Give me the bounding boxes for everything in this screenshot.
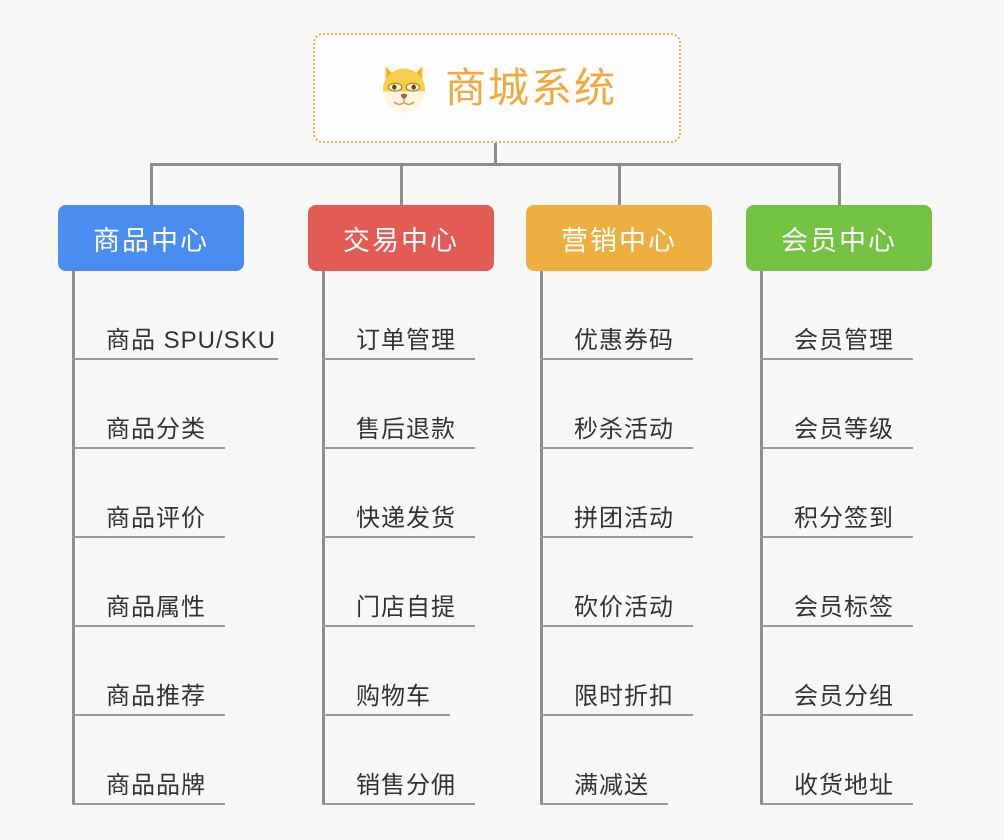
leaf-item[interactable]: 秒杀活动 xyxy=(540,360,693,449)
leaf-trunk-line xyxy=(322,271,325,805)
category-label: 营销中心 xyxy=(561,225,677,256)
category-box-营销中心[interactable]: 营销中心 xyxy=(526,205,712,271)
leaf-underline xyxy=(540,358,693,360)
leaf-underline xyxy=(72,447,225,449)
leaf-item[interactable]: 会员标签 xyxy=(760,538,913,627)
leaf-underline xyxy=(760,358,913,360)
leaf-item[interactable]: 砍价活动 xyxy=(540,538,693,627)
leaf-trunk-line xyxy=(72,271,75,805)
leaf-label: 收货地址 xyxy=(794,771,894,799)
connector-drop-3 xyxy=(618,163,621,206)
leaf-item[interactable]: 限时折扣 xyxy=(540,627,693,716)
leaf-item[interactable]: 优惠券码 xyxy=(540,271,693,360)
leaf-item[interactable]: 商品属性 xyxy=(72,538,225,627)
leaf-label: 限时折扣 xyxy=(574,682,674,710)
leaf-label: 快递发货 xyxy=(356,504,456,532)
leaf-underline xyxy=(322,358,475,360)
category-box-商品中心[interactable]: 商品中心 xyxy=(58,205,244,271)
leaf-item[interactable]: 满减送 xyxy=(540,716,668,805)
leaf-label: 会员等级 xyxy=(794,415,894,443)
category-label: 交易中心 xyxy=(343,225,459,256)
leaf-underline xyxy=(322,536,475,538)
leaf-item[interactable]: 积分签到 xyxy=(760,449,913,538)
leaf-item[interactable]: 商品品牌 xyxy=(72,716,225,805)
leaf-underline xyxy=(72,714,225,716)
leaf-trunk-line xyxy=(540,271,543,805)
connector-drop-1 xyxy=(150,163,153,206)
leaf-label: 商品推荐 xyxy=(106,682,206,710)
leaf-underline xyxy=(322,447,475,449)
leaf-trunk-line xyxy=(760,271,763,805)
leaf-label: 优惠券码 xyxy=(574,326,674,354)
category-label: 商品中心 xyxy=(93,225,209,256)
leaf-underline xyxy=(322,714,450,716)
root-node-商城系统[interactable]: 商城系统 xyxy=(313,33,681,143)
leaf-underline xyxy=(72,803,225,805)
category-box-交易中心[interactable]: 交易中心 xyxy=(308,205,494,271)
leaf-item[interactable]: 商品评价 xyxy=(72,449,225,538)
leaf-item[interactable]: 购物车 xyxy=(322,627,450,716)
leaf-label: 商品品牌 xyxy=(106,771,206,799)
leaf-underline xyxy=(760,536,913,538)
leaf-label: 秒杀活动 xyxy=(574,415,674,443)
leaf-underline xyxy=(540,625,693,627)
leaf-item[interactable]: 会员分组 xyxy=(760,627,913,716)
leaf-label: 满减送 xyxy=(574,771,649,799)
leaf-underline xyxy=(760,447,913,449)
leaf-item[interactable]: 会员等级 xyxy=(760,360,913,449)
leaf-label: 订单管理 xyxy=(356,326,456,354)
leaf-underline xyxy=(760,803,913,805)
leaf-label: 拼团活动 xyxy=(574,504,674,532)
leaf-item[interactable]: 拼团活动 xyxy=(540,449,693,538)
leaf-item[interactable]: 销售分佣 xyxy=(322,716,475,805)
leaf-item[interactable]: 收货地址 xyxy=(760,716,913,805)
leaf-underline xyxy=(322,803,475,805)
leaf-label: 商品分类 xyxy=(106,415,206,443)
category-box-会员中心[interactable]: 会员中心 xyxy=(746,205,932,271)
leaf-underline xyxy=(72,625,225,627)
leaf-label: 会员标签 xyxy=(794,593,894,621)
leaf-label: 销售分佣 xyxy=(356,771,456,799)
leaf-label: 购物车 xyxy=(356,682,431,710)
leaf-underline xyxy=(540,803,668,805)
leaf-underline xyxy=(72,358,278,360)
leaf-underline xyxy=(322,625,475,627)
leaf-item[interactable]: 商品 SPU/SKU xyxy=(72,271,286,360)
leaf-underline xyxy=(540,447,693,449)
leaf-label: 门店自提 xyxy=(356,593,456,621)
leaf-underline xyxy=(72,536,225,538)
leaf-underline xyxy=(540,536,693,538)
leaf-item[interactable]: 门店自提 xyxy=(322,538,475,627)
leaf-item[interactable]: 会员管理 xyxy=(760,271,913,360)
leaf-item[interactable]: 快递发货 xyxy=(322,449,475,538)
leaf-label: 商品属性 xyxy=(106,593,206,621)
leaf-underline xyxy=(760,714,913,716)
shiba-dog-face-icon xyxy=(382,66,426,113)
leaf-label: 积分签到 xyxy=(794,504,894,532)
category-label: 会员中心 xyxy=(781,225,897,256)
leaf-label: 会员分组 xyxy=(794,682,894,710)
connector-drop-2 xyxy=(400,163,403,206)
leaf-item[interactable]: 商品推荐 xyxy=(72,627,225,716)
leaf-label: 砍价活动 xyxy=(574,593,674,621)
leaf-item[interactable]: 商品分类 xyxy=(72,360,225,449)
leaf-item[interactable]: 售后退款 xyxy=(322,360,475,449)
leaf-underline xyxy=(540,714,693,716)
leaf-underline xyxy=(760,625,913,627)
leaf-label: 售后退款 xyxy=(356,415,456,443)
root-node-label: 商城系统 xyxy=(445,64,617,111)
leaf-item[interactable]: 订单管理 xyxy=(322,271,475,360)
leaf-label: 会员管理 xyxy=(794,326,894,354)
leaf-label: 商品 SPU/SKU xyxy=(106,326,277,354)
connector-horizontal-bus xyxy=(150,163,841,166)
leaf-label: 商品评价 xyxy=(106,504,206,532)
connector-drop-4 xyxy=(838,163,841,206)
connector-root-stem xyxy=(494,143,497,166)
